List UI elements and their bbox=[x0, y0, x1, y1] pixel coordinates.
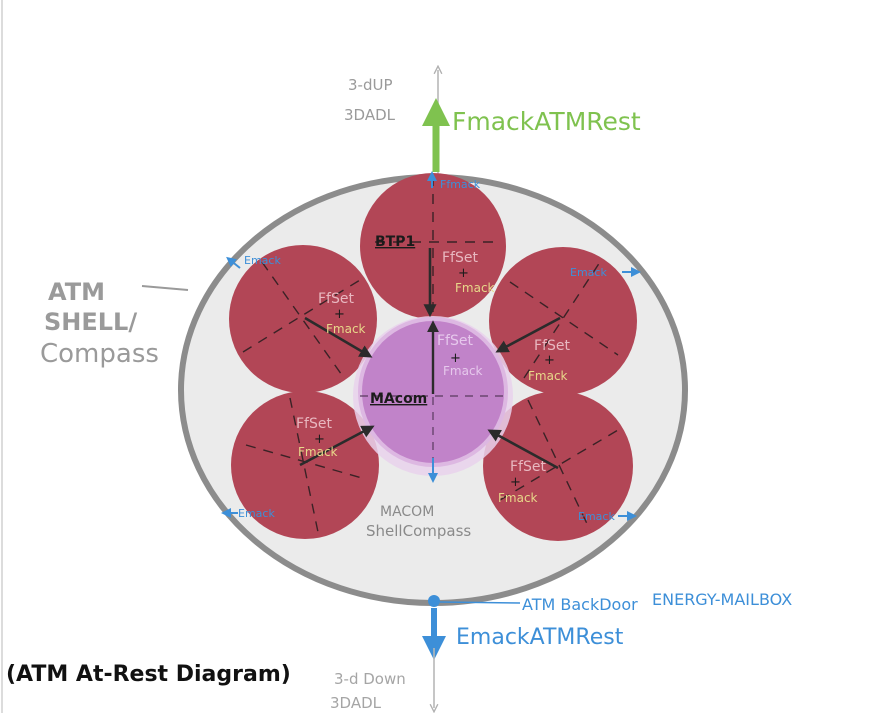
cell-upper-right-outer-label: Emack bbox=[570, 266, 607, 279]
macom-shell-label-2: ShellCompass bbox=[366, 522, 471, 540]
cell-top-force-m: Fmack bbox=[455, 281, 495, 295]
cell-upper-right-force-f: FfSet bbox=[534, 338, 570, 354]
cell-lower-right-force-m: Fmack bbox=[498, 491, 538, 505]
backdoor-label: ATM BackDoor bbox=[522, 595, 638, 614]
down-label-2: 3DADL bbox=[330, 694, 382, 712]
fmack-atm-rest-label: FmackATMRest bbox=[452, 107, 641, 136]
cell-upper-left bbox=[229, 245, 377, 393]
cell-upper-right bbox=[489, 247, 637, 395]
diagram-caption: (ATM At-Rest Diagram) bbox=[6, 662, 291, 687]
energy-mailbox-label: ENERGY-MAILBOX bbox=[652, 590, 792, 609]
macom-force-f: FfSet bbox=[437, 333, 473, 349]
cell-top-force-plus: + bbox=[458, 266, 469, 281]
cell-upper-left-force-f: FfSet bbox=[318, 291, 354, 307]
force-arrow-upper-left bbox=[304, 316, 373, 358]
backdoor-point bbox=[428, 595, 440, 607]
cell-upper-left-outer-label: Emack bbox=[244, 254, 281, 267]
force-arrow-lower-right bbox=[487, 429, 559, 470]
force-arrow-upper-right bbox=[495, 316, 561, 353]
shell-label-1: ATM bbox=[48, 278, 105, 306]
cell-upper-right-force-m: Fmack bbox=[528, 369, 568, 383]
shell-leader-line bbox=[141, 285, 189, 291]
cell-lower-right-force-f: FfSet bbox=[510, 459, 546, 475]
shell-label-2: SHELL/ bbox=[44, 308, 137, 336]
macom-label: MAcom bbox=[370, 391, 427, 407]
cell-top-force-f: FfSet bbox=[442, 250, 478, 266]
cell-upper-left-force-plus: + bbox=[334, 307, 345, 322]
cell-lower-left-force-m: Fmack bbox=[298, 445, 338, 459]
blue-arrow-upper-left bbox=[226, 256, 241, 269]
up-label-1: 3-dUP bbox=[348, 76, 393, 94]
force-arrow-lower-left bbox=[299, 425, 375, 467]
cell-upper-left-force-m: Fmack bbox=[326, 322, 366, 336]
shell-label-3: Compass bbox=[40, 339, 159, 369]
backdoor-leader bbox=[439, 601, 521, 604]
cell-top-label: BTP1 bbox=[375, 234, 415, 250]
cell-upper-right-force-plus: + bbox=[544, 353, 555, 368]
cell-lower-right bbox=[483, 391, 633, 541]
cell-lower-left-outer-label: Emack bbox=[238, 507, 275, 520]
cell-lower-right-force-plus: + bbox=[510, 475, 521, 490]
cell-top-outer-label: Ffmack bbox=[440, 178, 481, 191]
up-label-2: 3DADL bbox=[344, 106, 396, 124]
cell-lower-right-outer-label: Emack bbox=[578, 510, 615, 523]
macom-force-plus: + bbox=[450, 351, 461, 366]
cell-top bbox=[360, 173, 506, 319]
emack-atm-rest-label: EmackATMRest bbox=[456, 625, 624, 650]
macom-cell bbox=[353, 316, 513, 476]
cell-lower-left-force-f: FfSet bbox=[296, 416, 332, 432]
macom-force-m: Fmack bbox=[443, 364, 483, 378]
cell-lower-left-force-plus: + bbox=[314, 432, 325, 447]
macom-shell-label-1: MACOM bbox=[380, 504, 434, 520]
down-label-1: 3-d Down bbox=[334, 670, 406, 688]
